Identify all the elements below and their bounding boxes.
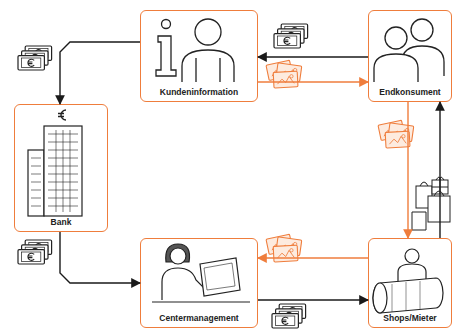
box-label: Kundeninformation [160,87,238,97]
voucher-icon [266,234,302,262]
box-label: Centermanagement [159,313,238,323]
flow-arrow [439,102,440,238]
money-icon [18,240,52,264]
money-icon [274,24,308,48]
info-person-icon [156,19,234,82]
manager-icon [152,244,250,302]
flow-arrow [258,56,368,57]
box-label: Shops/Mieter [383,313,436,323]
bank-building-icon [28,110,82,216]
consumer-icon [374,19,444,82]
voucher-icon [266,60,302,88]
actor-box: Endkonsument [368,10,452,102]
flow-arrow [60,42,140,104]
actor-box: Centermanagement [140,238,258,328]
money-icon [18,46,52,70]
actor-box: Kundeninformation [140,10,258,102]
flow-arrow [258,299,368,300]
box-label: Endkonsument [379,87,440,97]
box-label: Bank [51,217,72,227]
flow-arrow [258,257,368,258]
money-icon [272,304,306,328]
actor-box: Bank [14,104,108,232]
flow-arrow [258,81,368,82]
voucher-icon [378,120,414,148]
actor-box: Shops/Mieter [368,238,452,328]
shop-tenant-icon [373,249,443,313]
gift-icon [412,177,450,230]
flow-arrow [407,102,408,238]
flow-arrow [60,232,140,283]
